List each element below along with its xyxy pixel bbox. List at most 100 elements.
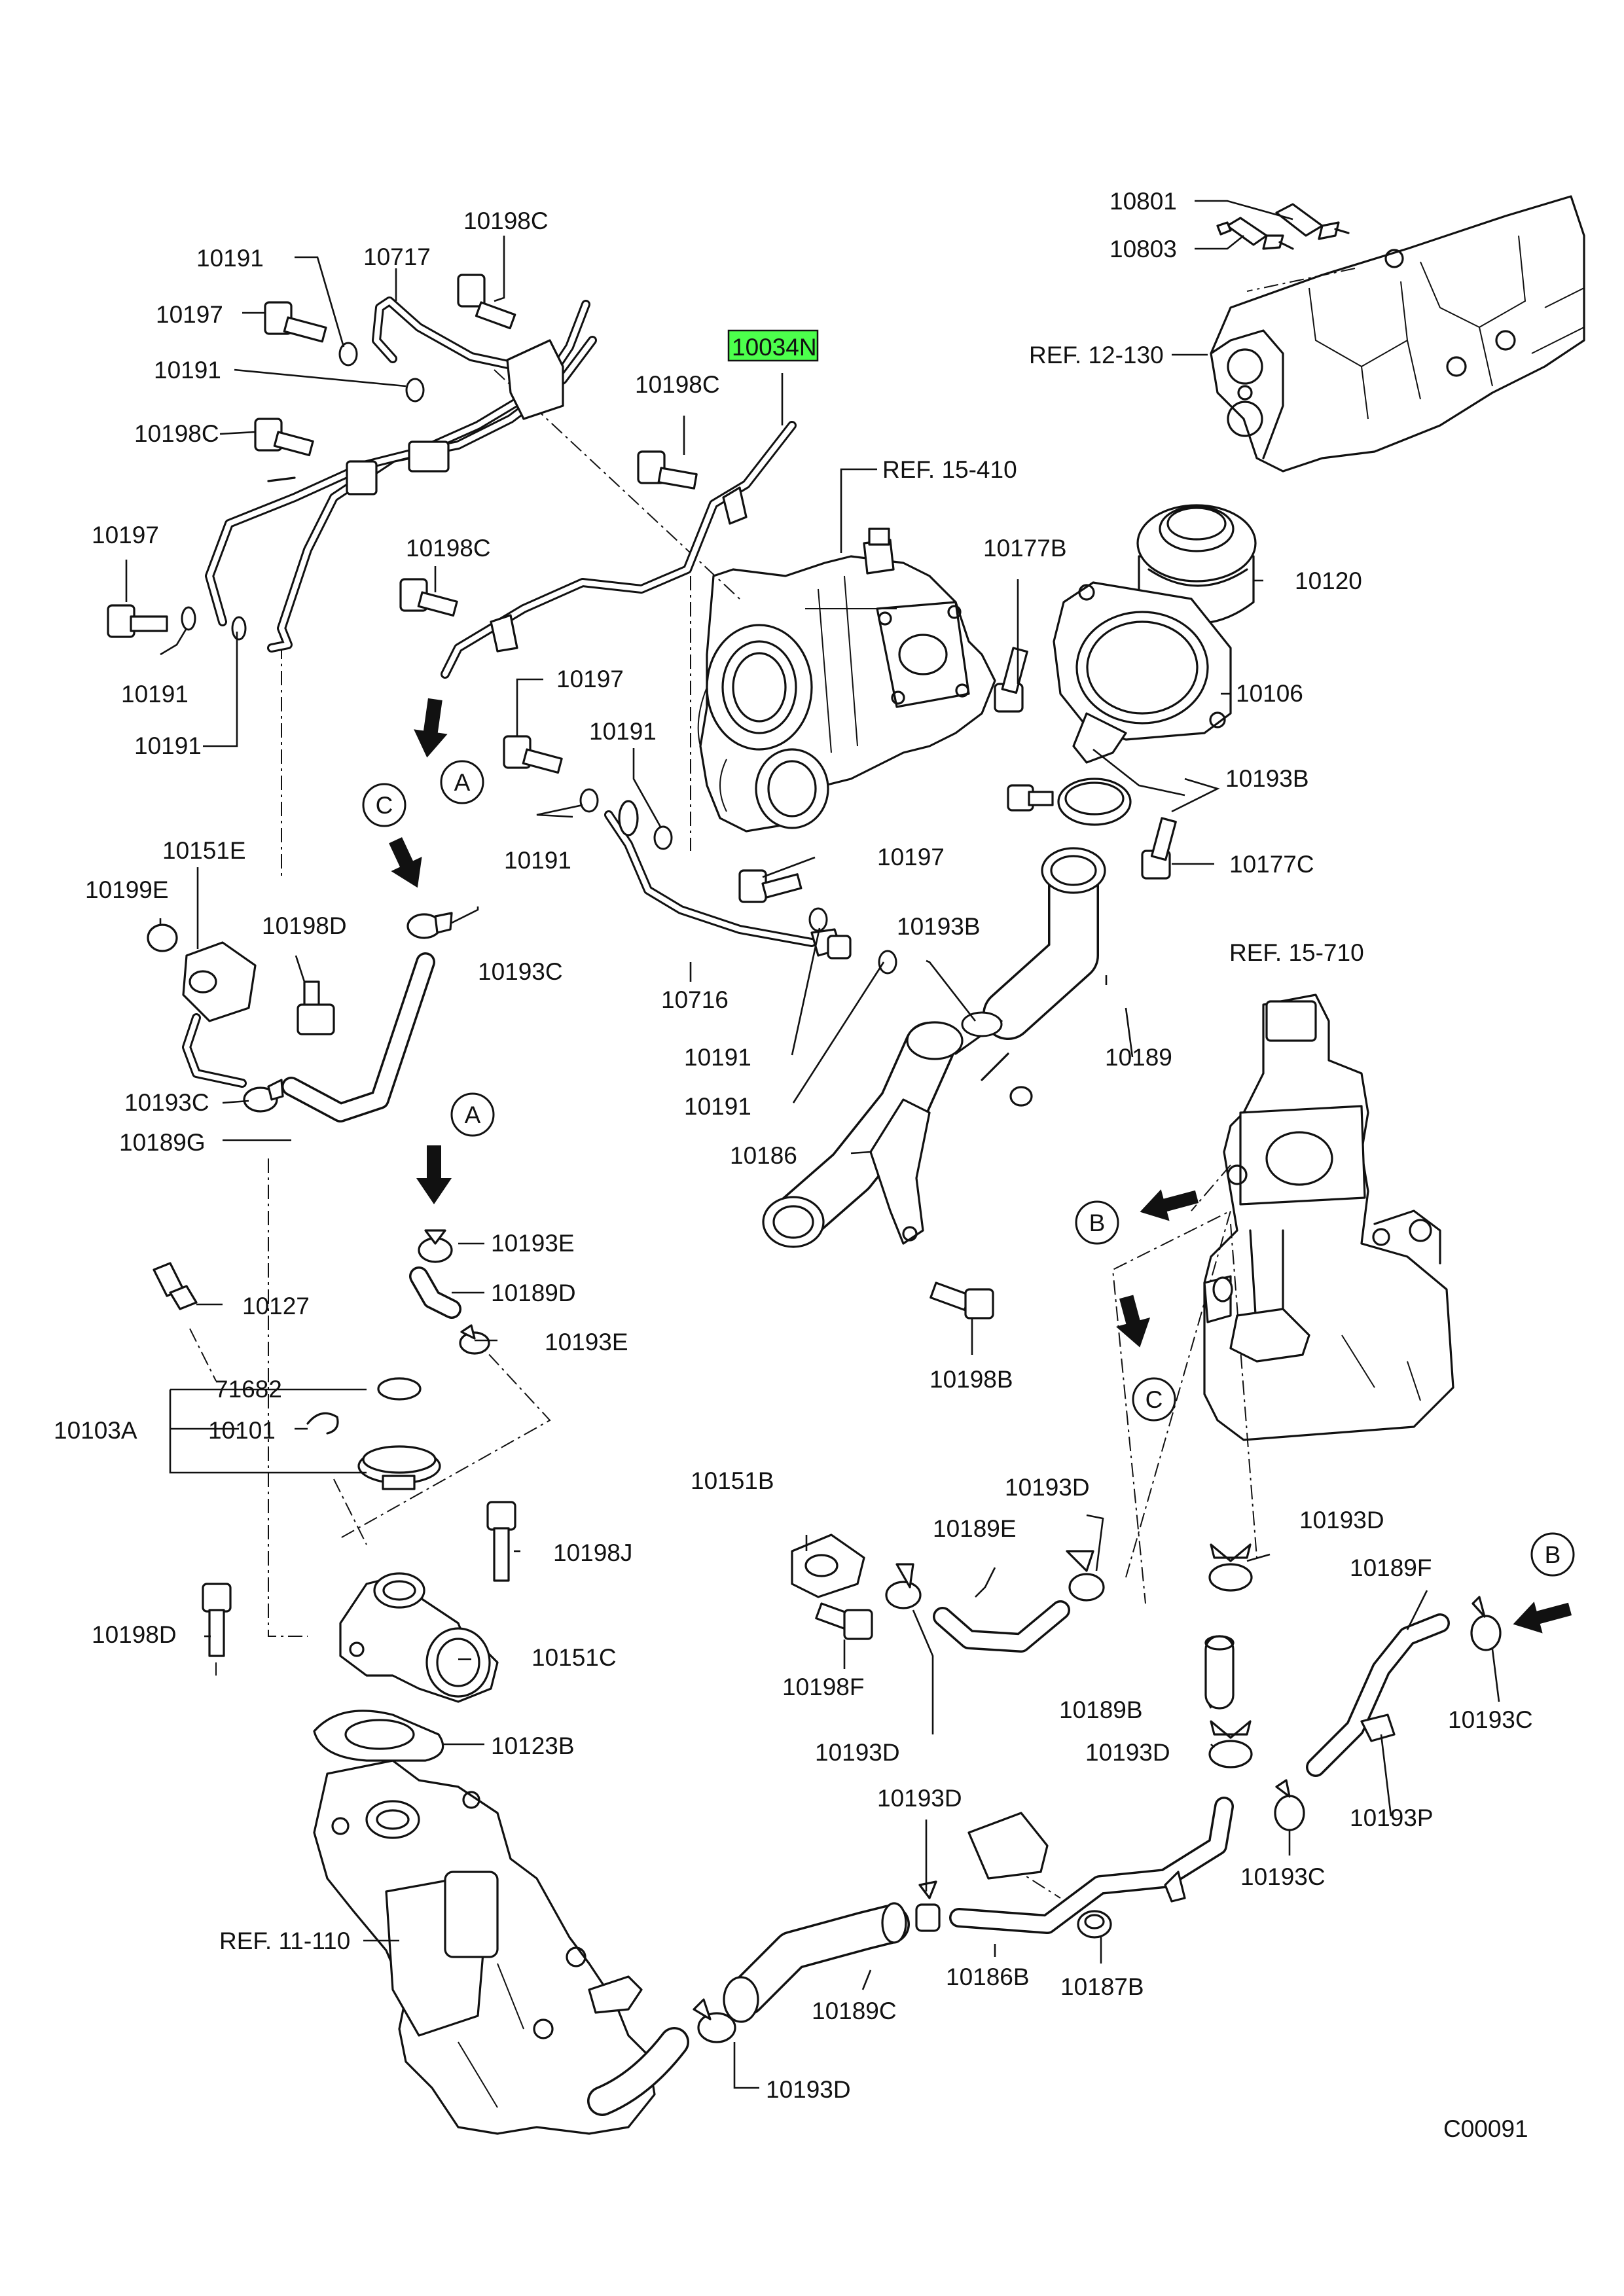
label-10189C[interactable]: 10189C [812, 1998, 897, 2024]
large-hoses [182, 847, 1450, 2023]
bolt-10177C [1141, 817, 1177, 880]
label-10127[interactable]: 10127 [242, 1293, 310, 1319]
label-10101[interactable]: 10101 [208, 1417, 276, 1444]
label-10198D-b[interactable]: 10198D [92, 1621, 177, 1648]
label-10193C-c[interactable]: 10193C [1448, 1706, 1533, 1733]
arrow-left-b2 [1513, 1602, 1572, 1634]
label-10189E[interactable]: 10189E [933, 1515, 1017, 1542]
label-10191-c[interactable]: 10191 [121, 681, 189, 708]
bolts [107, 274, 1177, 1657]
label-10197-b[interactable]: 10197 [556, 666, 624, 692]
label-10716[interactable]: 10716 [661, 986, 729, 1013]
label-10103A[interactable]: 10103A [54, 1417, 137, 1444]
label-10186[interactable]: 10186 [730, 1142, 797, 1169]
arrow-left-b1 [1140, 1189, 1199, 1221]
washers [181, 342, 1003, 1037]
label-10193C-d[interactable]: 10193C [1240, 1863, 1326, 1890]
thermostat-housing [147, 924, 865, 1762]
label-10198B[interactable]: 10198B [929, 1366, 1013, 1393]
label-10193B[interactable]: 10193B [1225, 765, 1309, 792]
label-10193D-a[interactable]: 10193D [1005, 1474, 1090, 1501]
label-10193D-c[interactable]: 10193D [815, 1739, 900, 1766]
label-10717[interactable]: 10717 [363, 243, 431, 270]
callout-c1: C [362, 783, 406, 827]
label-10106[interactable]: 10106 [1236, 680, 1303, 707]
label-10193E-a[interactable]: 10193E [491, 1230, 575, 1257]
label-10801[interactable]: 10801 [1110, 188, 1177, 215]
egr-cooler-ref-15-710 [1203, 994, 1454, 1441]
label-10197-left[interactable]: 10197 [92, 522, 159, 548]
bolt-10198C-d [399, 578, 458, 617]
label-71682[interactable]: 71682 [215, 1376, 282, 1403]
arrow-down-a1 [414, 698, 448, 758]
label-10151B[interactable]: 10151B [691, 1467, 774, 1494]
label-10193C-a[interactable]: 10193C [478, 958, 563, 985]
label-ref-15-410[interactable]: REF. 15-410 [882, 456, 1017, 483]
highlight-box-10034N [727, 329, 819, 362]
clamp-10193D-d [1208, 1720, 1253, 1768]
label-ref-12-130[interactable]: REF. 12-130 [1029, 342, 1164, 368]
bolt-10197-b [503, 735, 563, 774]
label-10191-h[interactable]: 10191 [684, 1093, 751, 1120]
label-10193D-f[interactable]: 10193D [766, 2076, 851, 2103]
bolt-10177B [994, 647, 1028, 713]
label-10189F[interactable]: 10189F [1350, 1554, 1432, 1581]
label-10193B-b[interactable]: 10193B [897, 913, 981, 940]
label-10189D[interactable]: 10189D [491, 1280, 576, 1306]
label-10193D-b[interactable]: 10193D [1299, 1507, 1384, 1534]
label-10198C-d[interactable]: 10198C [406, 535, 491, 562]
label-10120[interactable]: 10120 [1295, 567, 1362, 594]
callout-a2-label: A [465, 1102, 481, 1128]
label-10191-b[interactable]: 10191 [154, 357, 221, 384]
label-10191-d[interactable]: 10191 [589, 718, 657, 745]
clamp-10193D-b [1066, 1550, 1105, 1602]
label-ref-15-710[interactable]: REF. 15-710 [1229, 939, 1364, 966]
label-10198C-b[interactable]: 10198C [134, 420, 219, 447]
label-10189[interactable]: 10189 [1105, 1044, 1172, 1071]
bolt-10191-eye [827, 935, 852, 960]
label-10151C[interactable]: 10151C [532, 1644, 617, 1671]
label-ref-11-110[interactable]: REF. 11-110 [219, 1928, 350, 1954]
callout-a1: A [440, 760, 484, 804]
label-10193D-d[interactable]: 10193D [1085, 1739, 1170, 1766]
label-10189B[interactable]: 10189B [1059, 1696, 1143, 1723]
label-10177B[interactable]: 10177B [983, 535, 1067, 562]
callout-b1: B [1075, 1200, 1119, 1245]
label-10186B[interactable]: 10186B [946, 1964, 1030, 1990]
label-10034N[interactable]: 10034N [732, 334, 817, 361]
callout-c1-label: C [376, 792, 393, 819]
label-10193E-b[interactable]: 10193E [545, 1329, 628, 1355]
bolt-10198C-tip [1009, 1086, 1033, 1107]
label-10191-e[interactable]: 10191 [134, 732, 202, 759]
label-10193D-e[interactable]: 10193D [877, 1785, 962, 1812]
label-10198C-top[interactable]: 10198C [463, 207, 549, 234]
clamp-10193D-f [693, 1998, 736, 2043]
label-10189G[interactable]: 10189G [119, 1129, 206, 1156]
label-10193C-b[interactable]: 10193C [124, 1089, 209, 1116]
label-10197-c[interactable]: 10197 [877, 844, 945, 870]
label-10193P[interactable]: 10193P [1350, 1804, 1434, 1831]
label-10197-a[interactable]: 10197 [156, 301, 223, 328]
label-10191-a[interactable]: 10191 [196, 245, 264, 272]
clamp-10193B [1057, 778, 1132, 826]
label-10177C[interactable]: 10177C [1229, 851, 1314, 878]
label-10198J[interactable]: 10198J [553, 1539, 632, 1566]
label-10191-f[interactable]: 10191 [504, 847, 571, 874]
label-10198F[interactable]: 10198F [782, 1674, 865, 1700]
label-10199E[interactable]: 10199E [85, 876, 169, 903]
clamp-10193E-a [418, 1229, 453, 1263]
arrow-down-c2 [1115, 1295, 1151, 1348]
clamp-10193D-c [1208, 1543, 1253, 1592]
label-10803[interactable]: 10803 [1110, 236, 1177, 262]
bolt-10197-a [264, 301, 327, 343]
label-10191-g[interactable]: 10191 [684, 1044, 751, 1071]
upper-water-pipes [205, 296, 597, 653]
bolt-10193B [1007, 784, 1054, 812]
label-10151E[interactable]: 10151E [162, 837, 246, 864]
callout-b1-label: B [1089, 1210, 1106, 1236]
label-10123B[interactable]: 10123B [491, 1732, 575, 1759]
bolt-10198J [486, 1501, 516, 1582]
label-10198D-a[interactable]: 10198D [262, 912, 347, 939]
label-10198C-c[interactable]: 10198C [635, 371, 720, 398]
label-10187B[interactable]: 10187B [1060, 1973, 1144, 2000]
